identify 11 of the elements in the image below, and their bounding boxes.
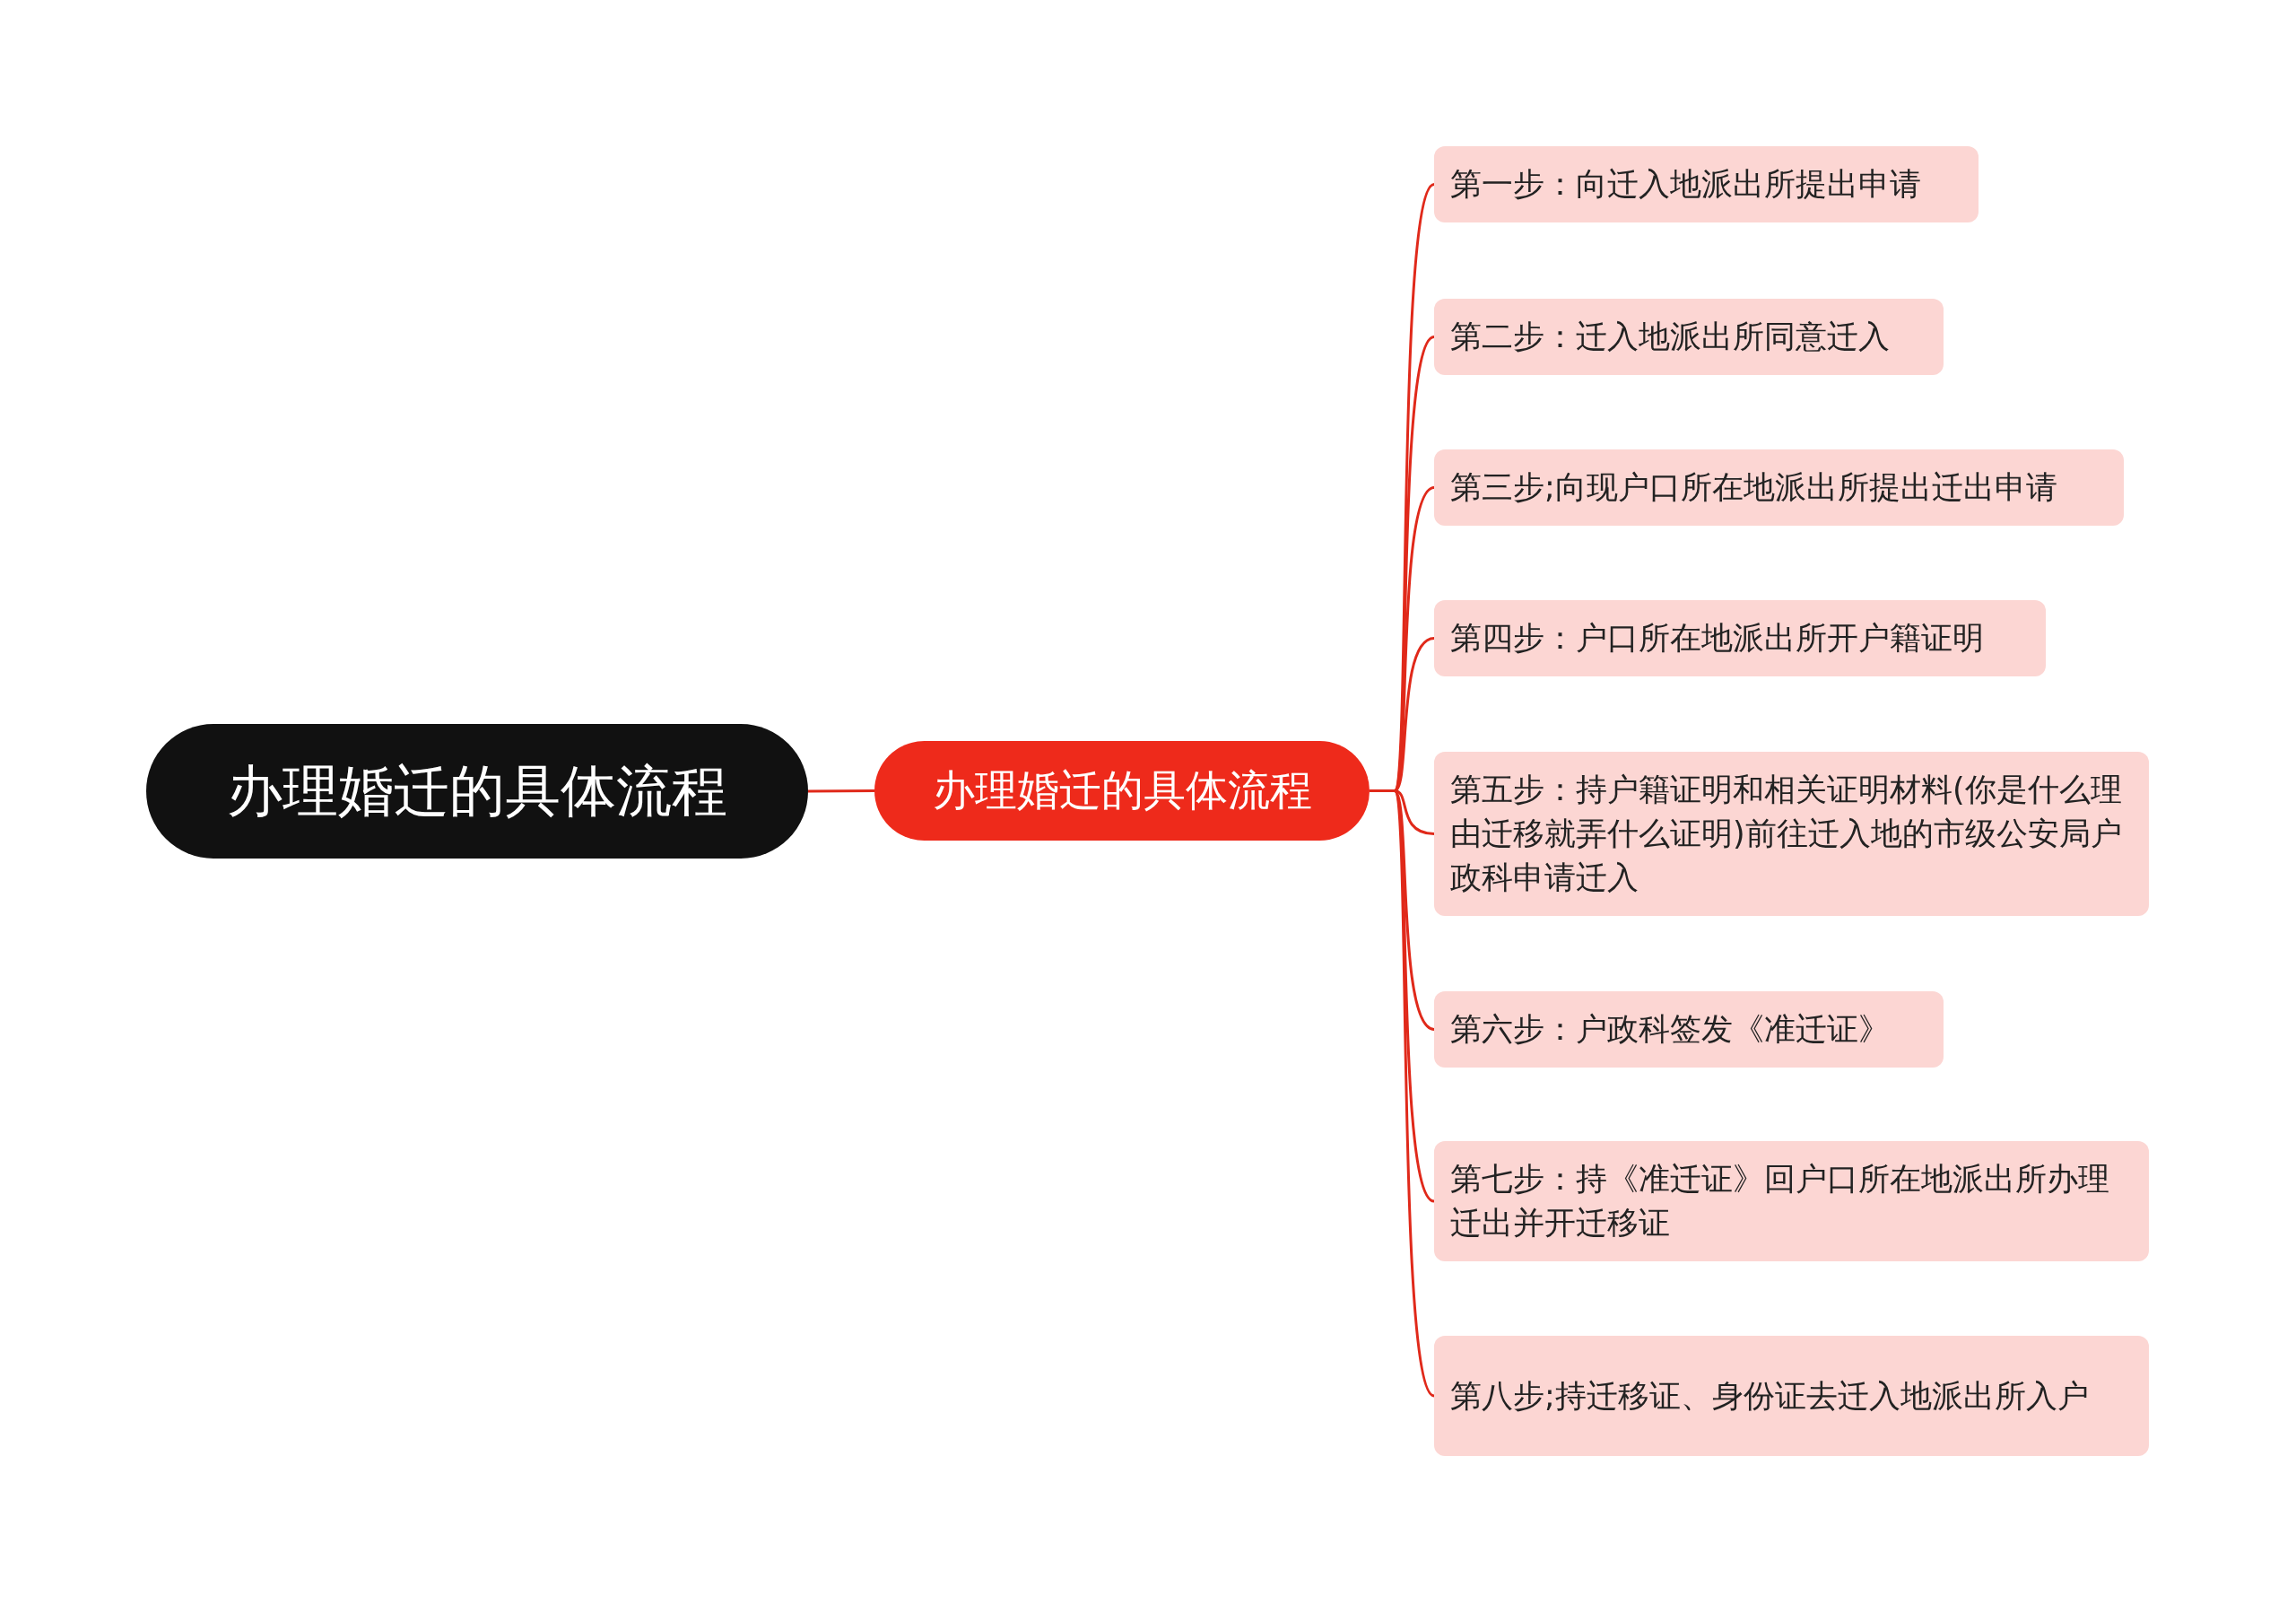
step-box: 第四步：户口所在地派出所开户籍证明 <box>1434 600 2046 676</box>
step-box: 第八步;持迁移证、身份证去迁入地派出所入户 <box>1434 1336 2149 1456</box>
topic-box: 办理婚迁的具体流程 <box>874 741 1370 841</box>
step-box: 第七步：持《准迁证》回户口所在地派出所办理迁出并开迁移证 <box>1434 1141 2149 1261</box>
step-box: 第六步：户政科签发《准迁证》 <box>1434 991 1944 1068</box>
root-topic-box: 办理婚迁的具体流程 <box>146 724 808 859</box>
step-box: 第五步：持户籍证明和相关证明材料(你是什么理由迁移就弄什么证明)前往迁入地的市级公安局户政科申请迁入 <box>1434 752 2149 916</box>
step-box: 第三步;向现户口所在地派出所提出迁出申请 <box>1434 449 2124 526</box>
connector <box>808 789 874 793</box>
step-box: 第二步：迁入地派出所同意迁入 <box>1434 299 1944 375</box>
step-box: 第一步：向迁入地派出所提出申请 <box>1434 146 1979 222</box>
